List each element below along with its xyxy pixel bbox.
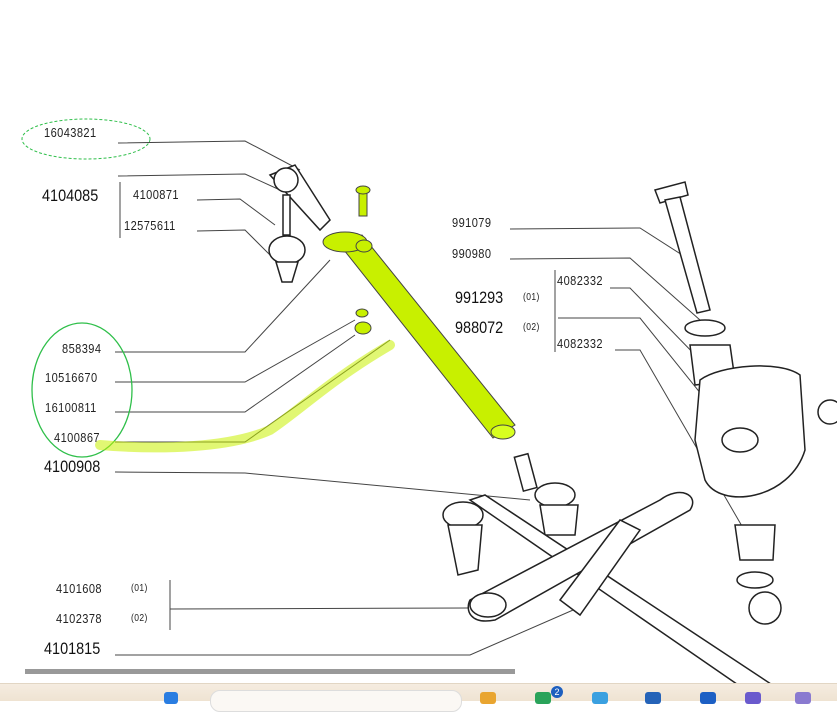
part-number-4082332-bottom: 4082332 [557, 336, 604, 351]
part-number-4101815: 4101815 [44, 639, 101, 658]
part-number-991079: 991079 [452, 215, 492, 230]
part-number-10516670: 10516670 [45, 370, 98, 385]
part-number-16100811: 16100811 [45, 400, 97, 415]
part-number-assembly: 4104085 [42, 186, 99, 205]
notification-badge: 2 [551, 686, 563, 698]
edge-browser-icon[interactable] [535, 692, 551, 704]
part-number-4100871: 4100871 [133, 187, 180, 202]
part-number-4102378: 4102378 [56, 611, 103, 626]
store-icon[interactable] [592, 692, 608, 704]
variant-02: (02) [523, 322, 540, 333]
horizontal-scrollbar[interactable] [25, 669, 515, 674]
windows-start-icon[interactable] [164, 692, 178, 704]
variant-01: (01) [131, 583, 148, 594]
tie-rod-tube-highlighted [322, 185, 516, 440]
part-number-858394: 858394 [62, 341, 102, 356]
part-number-4100867: 4100867 [54, 430, 101, 445]
part-number-4100908: 4100908 [44, 457, 101, 476]
file-explorer-icon[interactable] [480, 692, 496, 704]
part-number-4082332-top: 4082332 [557, 273, 604, 288]
taskbar-search-box[interactable] [210, 690, 462, 712]
highlight-ellipse [21, 118, 151, 160]
part-number-16043821: 16043821 [44, 125, 97, 140]
part-number-988072: 988072 [455, 318, 504, 337]
app-icon-3[interactable] [795, 692, 811, 704]
part-number-990980: 990980 [452, 246, 492, 261]
variant-02: (02) [131, 613, 148, 624]
mail-icon[interactable] [700, 692, 716, 704]
taskbar: 2 [0, 683, 837, 712]
app-icon[interactable] [645, 692, 661, 704]
part-number-4101608: 4101608 [56, 581, 103, 596]
part-number-991293: 991293 [455, 288, 504, 307]
part-number-12575611: 12575611 [124, 218, 176, 233]
highlight-ellipse-group [31, 322, 133, 458]
app-icon-2[interactable] [745, 692, 761, 704]
variant-01: (01) [523, 292, 540, 303]
